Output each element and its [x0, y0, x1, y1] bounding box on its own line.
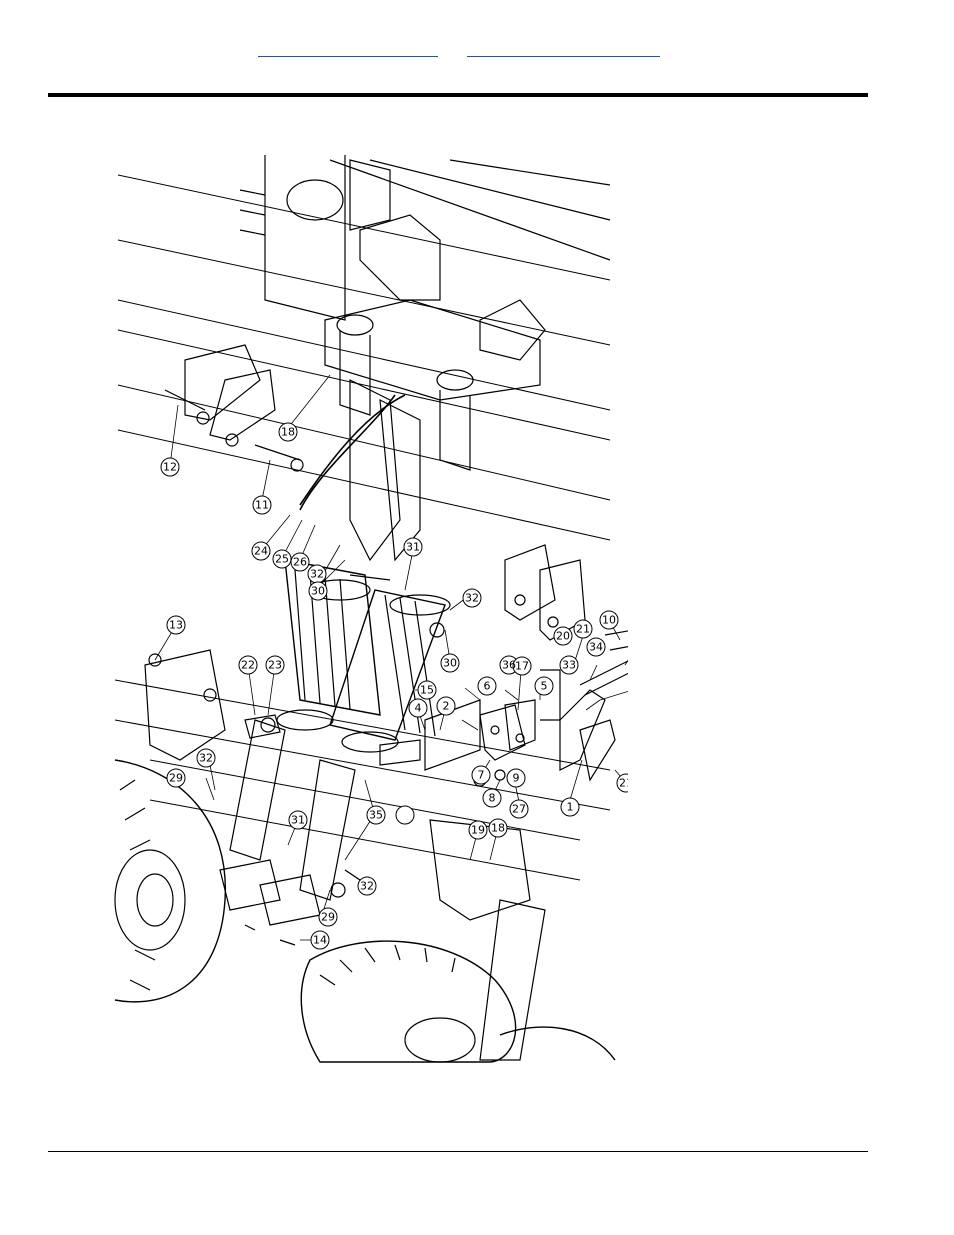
callout-4: 4: [415, 702, 422, 715]
callout-5: 5: [541, 680, 548, 693]
callout-29-left: 29: [169, 772, 183, 785]
callout-32-upper-right: 32: [465, 592, 479, 605]
callout-10-upper: 10: [602, 614, 616, 627]
callout-36: 36: [502, 659, 516, 672]
callout-11: 11: [255, 499, 269, 512]
callout-26: 26: [293, 556, 307, 569]
callout-27: 27: [512, 803, 526, 816]
callout-8: 8: [489, 792, 496, 805]
callout-17: 17: [515, 660, 529, 673]
callout-31-upper: 31: [406, 541, 420, 554]
callout-13: 13: [169, 619, 183, 632]
callout-35: 35: [369, 809, 383, 822]
callout-18-upper: 18: [281, 426, 295, 439]
callout-22: 22: [241, 659, 255, 672]
header-link-1[interactable]: [258, 44, 438, 57]
callout-12: 12: [163, 461, 177, 474]
callout-21-upper: 21: [576, 623, 590, 636]
callout-32-lower-left: 32: [199, 752, 213, 765]
header-rule: [48, 93, 868, 97]
callout-23: 23: [268, 659, 282, 672]
footer-rule: [48, 1151, 868, 1152]
callout-1: 1: [567, 801, 574, 814]
callout-25: 25: [275, 553, 289, 566]
callout-24: 24: [254, 545, 268, 558]
header-link-2[interactable]: [467, 44, 660, 57]
callout-30-right: 30: [443, 657, 457, 670]
callout-29-right: 29: [321, 911, 335, 924]
callout-7: 7: [478, 769, 485, 782]
callout-9: 9: [513, 772, 520, 785]
callout-32-upper-left: 32: [310, 568, 324, 581]
callout-19: 19: [471, 824, 485, 837]
callout-31-lower: 31: [291, 814, 305, 827]
callout-2: 2: [443, 700, 450, 713]
callout-18-lower: 18: [491, 822, 505, 835]
callout-32-lower-right: 32: [360, 880, 374, 893]
callout-20-upper: 20: [556, 630, 570, 643]
callout-30-left: 30: [311, 585, 325, 598]
callout-14: 14: [313, 934, 327, 947]
callout-21-lower: 21: [619, 777, 628, 790]
callout-33: 33: [562, 659, 576, 672]
callout-15: 15: [420, 684, 434, 697]
callout-34: 34: [589, 641, 603, 654]
callout-6: 6: [484, 680, 491, 693]
parts-exploded-drawing: 18 11 12 13 22 23 24 25 26 32 30 31 32 3…: [114, 155, 628, 1063]
